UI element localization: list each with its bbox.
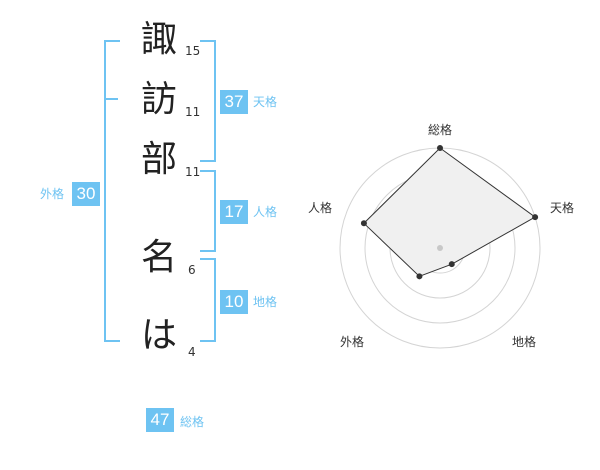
gaikaku-bracket — [104, 40, 120, 342]
radar-axis-label-jinkaku: 人格 — [308, 200, 332, 215]
name-char-4-strokes: 6 — [188, 263, 196, 277]
radar-point-4 — [360, 220, 367, 227]
tenkaku-bracket — [200, 40, 216, 162]
radar-axis-label-soukaku: 総格 — [428, 122, 452, 137]
gaikaku-bracket-tick — [104, 98, 118, 100]
name-char-1: 諏 — [141, 19, 178, 60]
chikaku-label: 地格 — [253, 295, 278, 309]
soukaku-label: 総格 — [180, 415, 205, 429]
name-char-3-strokes: 11 — [185, 165, 201, 179]
soukaku-value: 47 — [146, 408, 174, 432]
tenkaku-label: 天格 — [253, 95, 278, 109]
name-char-2: 訪 — [141, 79, 178, 120]
radar-point-2 — [448, 261, 455, 268]
name-char-3: 部 — [141, 139, 178, 180]
name-char-5-strokes: 4 — [188, 345, 196, 359]
name-char-1-strokes: 15 — [185, 44, 201, 58]
radar-point-0 — [437, 145, 443, 151]
chikaku-bracket — [200, 258, 216, 342]
name-char-2-strokes: 11 — [185, 105, 201, 119]
radar-center-dot — [437, 245, 443, 251]
jinkaku-value: 17 — [220, 200, 248, 224]
tenkaku-value: 37 — [220, 90, 248, 114]
jinkaku-bracket — [200, 170, 216, 252]
gaikaku-value: 30 — [72, 182, 100, 206]
radar-axis-label-gaikaku: 外格 — [340, 334, 364, 349]
radar-axis-label-chikaku: 地格 — [512, 334, 536, 349]
radar-points — [360, 145, 539, 280]
name-char-5: は — [141, 315, 178, 356]
radar-point-3 — [416, 273, 423, 280]
radar-point-1 — [532, 214, 539, 221]
jinkaku-label: 人格 — [253, 205, 278, 219]
radar-axis-label-tenkaku: 天格 — [550, 200, 574, 215]
radar-polygon — [363, 147, 537, 277]
chikaku-value: 10 — [220, 290, 248, 314]
gaikaku-label: 外格 — [40, 187, 65, 201]
name-char-4: 名 — [141, 237, 178, 278]
